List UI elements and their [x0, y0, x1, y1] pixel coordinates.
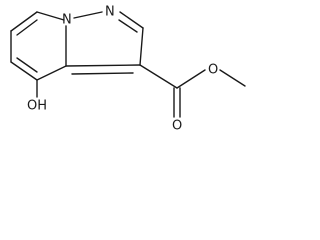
bond-c7-c6 — [36, 11, 65, 21]
six-membered-ring — [10, 11, 67, 81]
five-membered-ring — [65, 11, 144, 75]
hydroxyl-label: OH — [27, 99, 47, 114]
ester-oxygen-label: O — [208, 63, 218, 78]
bond-c6-c5-inner — [16, 19, 38, 36]
bond-c3a-c7a — [36, 65, 67, 81]
bond-c3-carbonyl — [139, 64, 178, 89]
bond-c4-c3a — [10, 61, 38, 81]
bond-c6-c5 — [10, 11, 38, 32]
bond-c2-c3 — [139, 27, 144, 66]
bond-c3-c3a — [65, 64, 141, 67]
ring-nitrogen-label: N — [105, 5, 115, 20]
bond-carbonyl-ester-o — [176, 69, 206, 89]
molecule-structure: N N O O OH — [10, 5, 246, 134]
methyl-ester-group — [139, 64, 246, 118]
bond-c3-c3a-inner — [71, 72, 134, 75]
carbonyl-oxygen-label: O — [172, 119, 182, 134]
bond-ester-o-methyl — [219, 69, 246, 87]
bond-n-c2-inner — [118, 19, 138, 33]
bond-n-n — [73, 11, 103, 19]
bond-c4-c3a-inner — [16, 57, 38, 73]
bridgehead-nitrogen-label: N — [62, 13, 72, 28]
bond-n-c2 — [119, 11, 144, 29]
